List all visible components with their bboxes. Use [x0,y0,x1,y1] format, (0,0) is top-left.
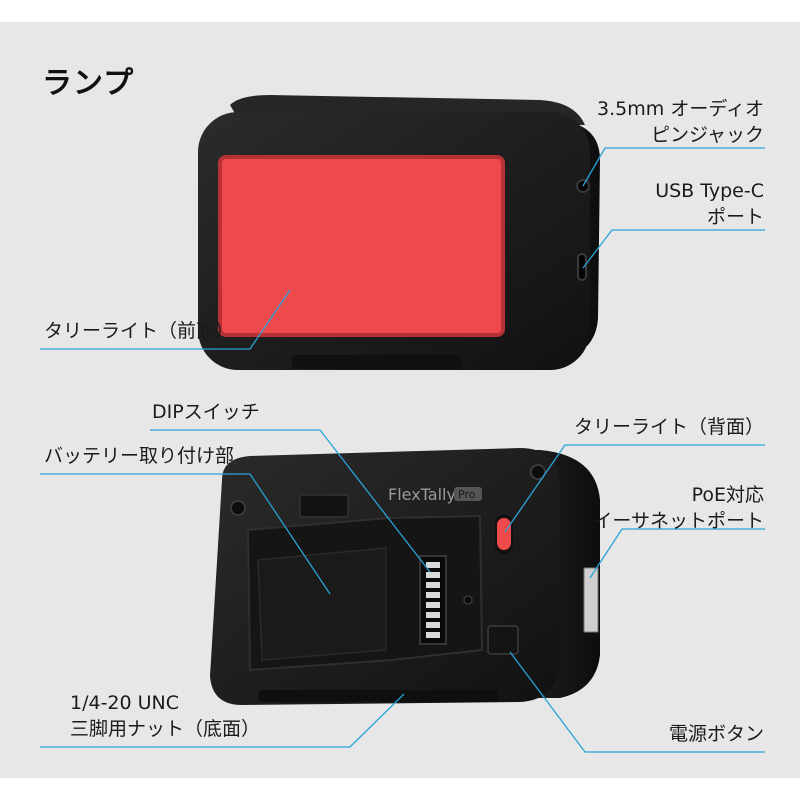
label-tripod-line2: 三脚用ナット（底面） [70,718,261,740]
label-usb-c: USB Type-C ポート [655,178,764,230]
brand-logo-badge [454,487,482,501]
leader-tripod-nut [40,693,405,748]
tally-light-front-panel [220,157,503,335]
power-button[interactable] [487,625,519,655]
dip-switch[interactable] [419,555,447,645]
screw-icon [230,500,246,516]
battery-latch [299,494,349,518]
leader-dip-switch [150,429,431,573]
label-usb-c-line2: ポート [706,206,764,228]
tally-light-front-border [218,155,505,337]
leader-poe [589,528,765,579]
brand-logo-text: FlexTally [388,485,456,504]
leader-usb-c [582,229,765,269]
front-device-foot [292,355,462,369]
label-tripod-nut: 1/4-20 UNC 三脚用ナット（底面） [70,690,260,742]
label-tally-front: タリーライト（前面） [44,320,235,342]
label-audio-jack-line1: 3.5mm オーディオ [597,98,764,120]
label-audio-jack: 3.5mm オーディオ ピンジャック [597,96,764,148]
tally-light-back [497,518,511,550]
front-device [198,95,600,370]
ethernet-port-icon [583,567,599,633]
label-dip-switch: DIPスイッチ [152,401,260,423]
label-power-button: 電源ボタン [668,723,764,745]
back-device: FlexTally Pro [210,448,600,705]
back-device-foot [258,690,498,702]
leader-lines [40,147,765,753]
dip-switch-toggles [426,562,440,638]
label-audio-jack-line2: ピンジャック [650,124,764,146]
label-tripod-line1: 1/4-20 UNC [70,692,180,714]
label-poe-line2: イーサネットポート [593,510,764,532]
page-title: ランプ [42,66,135,101]
leader-tally-front [40,289,291,350]
screw-icon [530,464,546,480]
battery-plate [257,547,387,661]
leader-battery-mount [40,473,331,595]
brand-logo-suffix: Pro [458,488,476,501]
leader-tally-back [504,444,765,533]
label-poe-line1: PoE対応 [691,484,764,506]
leader-audio-jack [582,147,765,187]
small-hole-icon [463,595,473,605]
label-usb-c-line1: USB Type-C [655,180,764,202]
label-tally-back: タリーライト（背面） [573,416,764,438]
label-poe-port: PoE対応 イーサネットポート [593,482,764,534]
usb-c-port-icon [577,253,587,281]
leader-power-button [509,651,765,753]
label-battery-mount: バッテリー取り付け部 [44,445,235,467]
